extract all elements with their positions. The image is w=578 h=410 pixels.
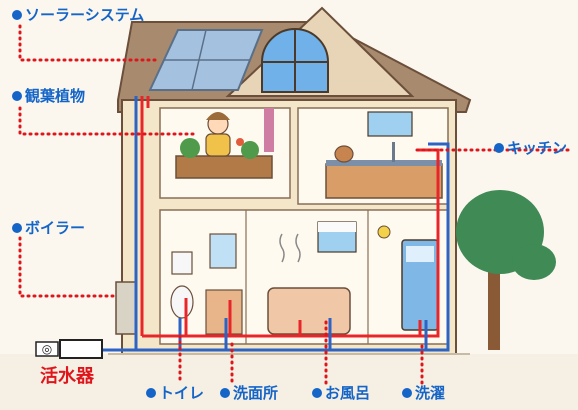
washbasin-vanity xyxy=(205,289,243,335)
label-kitchen: キッチン xyxy=(494,139,567,157)
label-laundry: 洗濯 xyxy=(402,384,445,402)
device-label: 活水器 xyxy=(40,366,94,387)
bullet-icon xyxy=(12,10,22,20)
water-activator-body xyxy=(59,339,103,359)
bullet-icon xyxy=(220,388,230,398)
bullet-icon xyxy=(12,91,22,101)
bullet-icon xyxy=(312,388,322,398)
leader-lines xyxy=(18,24,570,386)
kitchen-counter xyxy=(325,163,443,199)
tree-trunk xyxy=(488,250,500,350)
bullet-icon xyxy=(494,143,504,153)
label-boiler: ボイラー xyxy=(12,219,85,237)
boiler-unit xyxy=(115,281,137,335)
water-activator-icon xyxy=(35,341,59,357)
label-washroom: 洗面所 xyxy=(220,384,278,402)
toilet xyxy=(170,285,194,319)
hot-water-pipe xyxy=(140,96,440,338)
plant-window-box xyxy=(175,155,273,179)
cold-water-pipe xyxy=(102,96,450,352)
bullet-icon xyxy=(12,223,22,233)
label-houseplants: 観葉植物 xyxy=(12,87,85,105)
label-solar-system: ソーラーシステム xyxy=(12,6,144,24)
bullet-icon xyxy=(146,388,156,398)
device-symbol: ◎ xyxy=(42,342,52,356)
bullet-icon xyxy=(402,388,412,398)
bathtub xyxy=(267,287,351,335)
label-bath: お風呂 xyxy=(312,384,370,402)
label-toilet: トイレ xyxy=(146,384,204,402)
